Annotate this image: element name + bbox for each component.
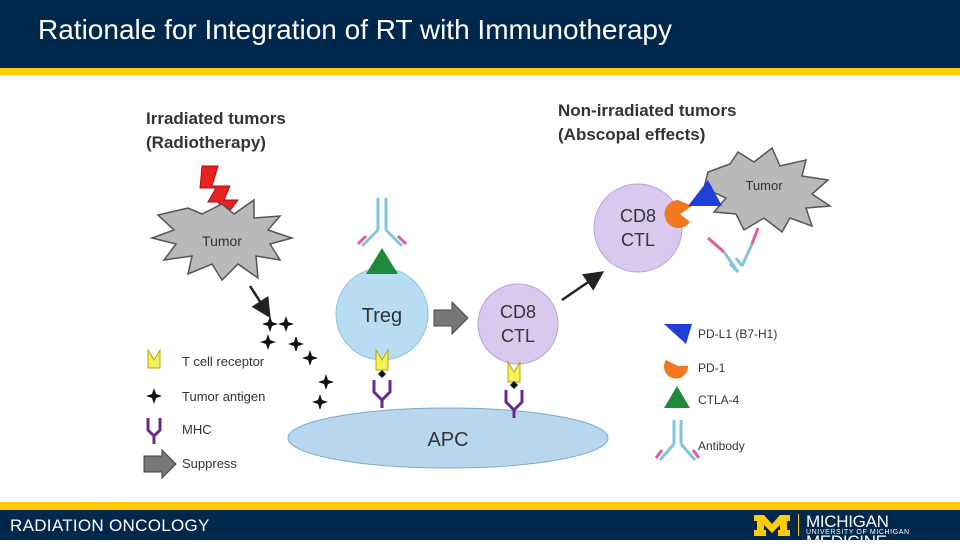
antibody-on-treg bbox=[356, 198, 408, 248]
department-label: RADIATION ONCOLOGY bbox=[10, 516, 210, 535]
mhc-treg bbox=[372, 380, 392, 403]
cd8-mid-label-1: CD8 bbox=[500, 302, 536, 322]
tumor-left-label: Tumor bbox=[202, 233, 242, 249]
suppress-arrow bbox=[433, 300, 469, 336]
legend-antibody-label: Antibody bbox=[698, 439, 745, 453]
legend-suppress-icon bbox=[143, 448, 177, 480]
apc-cell bbox=[287, 407, 609, 469]
nonirradiated-heading-line2: (Abscopal effects) bbox=[558, 125, 705, 144]
radiation-lightning-icon bbox=[199, 165, 239, 217]
legend-mhc-icon bbox=[146, 418, 162, 439]
legend-suppress-label: Suppress bbox=[182, 456, 237, 471]
legend-tcr-icon bbox=[147, 348, 161, 369]
cd8-ctl-mid-cell bbox=[477, 283, 559, 365]
slide-title: Rationale for Integration of RT with Imm… bbox=[38, 14, 672, 45]
legend-antigen-icon bbox=[146, 388, 162, 404]
header-bar bbox=[0, 0, 960, 68]
cd8-top-label-2: CTL bbox=[621, 230, 655, 250]
activation-arrow bbox=[561, 271, 605, 302]
logo-divider bbox=[798, 514, 799, 536]
immunotherapy-diagram: Irradiated tumors (Radiotherapy) Non-irr… bbox=[130, 88, 850, 498]
legend-antibody-icon bbox=[654, 420, 701, 461]
legend-pd1-label: PD-1 bbox=[698, 361, 726, 375]
legend-tcr-label: T cell receptor bbox=[182, 354, 265, 369]
header-stripe bbox=[0, 68, 960, 75]
legend-antigen-label: Tumor antigen bbox=[182, 389, 265, 404]
antibody-right bbox=[707, 227, 760, 274]
tcr-treg bbox=[375, 348, 389, 371]
legend-ctla4-icon bbox=[664, 386, 690, 408]
release-arrow bbox=[248, 285, 271, 319]
cd8-top-label-1: CD8 bbox=[620, 206, 656, 226]
legend-right: PD-L1 (B7-H1) PD-1 CTLA-4 Antibody bbox=[654, 324, 777, 461]
legend-pdl1-icon bbox=[664, 324, 692, 344]
apc-label: APC bbox=[427, 429, 468, 451]
irradiated-heading-line2: (Radiotherapy) bbox=[146, 133, 266, 152]
block-m-logo-icon bbox=[754, 515, 790, 536]
ctla4-on-treg bbox=[366, 248, 398, 274]
tumor-left-starburst bbox=[149, 198, 295, 282]
legend-left: T cell receptor Tumor antigen MHC Suppre… bbox=[143, 348, 265, 480]
pd1-on-cd8 bbox=[664, 200, 692, 228]
tumor-right-starburst bbox=[703, 146, 833, 234]
cd8-mid-label-2: CTL bbox=[501, 326, 535, 346]
logo-subtitle: UNIVERSITY OF MICHIGAN bbox=[806, 529, 910, 536]
tcr-cd8-mid bbox=[507, 360, 521, 383]
pdl1-on-tumor bbox=[688, 180, 722, 206]
mhc-cd8-mid bbox=[504, 390, 524, 413]
legend-pdl1-label: PD-L1 (B7-H1) bbox=[698, 327, 777, 341]
irradiated-heading-line1: Irradiated tumors bbox=[146, 109, 286, 128]
legend-ctla4-label: CTLA-4 bbox=[698, 393, 740, 407]
cd8-ctl-top-cell bbox=[593, 183, 683, 273]
nonirradiated-heading-line1: Non-irradiated tumors bbox=[558, 101, 737, 120]
treg-label: Treg bbox=[362, 305, 402, 327]
footer-bar: RADIATION ONCOLOGY MICHIGAN MEDICINE UNI… bbox=[0, 510, 960, 551]
legend-mhc-label: MHC bbox=[182, 422, 212, 437]
tumor-right-label: Tumor bbox=[745, 178, 783, 193]
legend-pd1-icon bbox=[664, 360, 689, 379]
footer-stripe bbox=[0, 502, 960, 510]
